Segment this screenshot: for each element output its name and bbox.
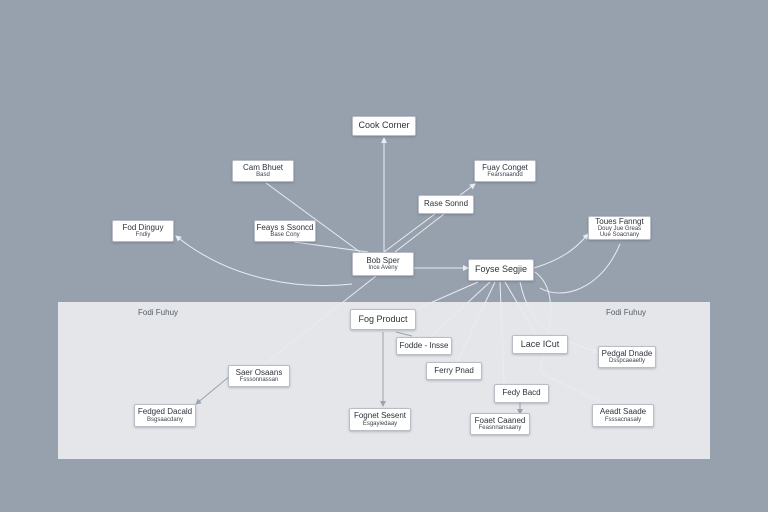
node-bob-sper[interactable]: Bob Sper Ince Aveny bbox=[352, 252, 414, 276]
connector bbox=[533, 233, 589, 269]
node-fedged-dacald[interactable]: Fedged Dacald Bsgsaacdany bbox=[134, 404, 196, 427]
node-fodde-insse[interactable]: Fodde - Insse bbox=[396, 337, 452, 355]
region-label-left: Fodi Fuhuy bbox=[138, 308, 179, 317]
node-subtitle: Fearsnaandd bbox=[487, 172, 523, 179]
node-title: Fedy Bacd bbox=[502, 388, 541, 398]
node-title: Fog Product bbox=[358, 313, 408, 324]
node-fog-product[interactable]: Fog Product bbox=[350, 309, 416, 330]
node-subtitle: Bsgsaacdany bbox=[146, 416, 184, 423]
region-label-right: Fodi Fuhuy bbox=[606, 308, 647, 317]
node-foyse-segjie[interactable]: Foyse Segjie bbox=[468, 259, 534, 281]
node-title: Feays s Ssoncd bbox=[256, 222, 314, 232]
connector bbox=[499, 281, 505, 385]
connector bbox=[195, 375, 231, 405]
node-title: Toues Fanngt bbox=[595, 216, 644, 226]
node-subtitle: Feasnnansaany bbox=[478, 425, 522, 432]
node-fod-dinguy[interactable]: Fod Dinguy Fndiy bbox=[112, 220, 174, 242]
connector bbox=[504, 281, 539, 339]
node-title: Aeadt Saade bbox=[599, 407, 647, 417]
node-title: Ferry Pnad bbox=[434, 365, 474, 375]
connector bbox=[293, 241, 369, 253]
node-subtitle: Esgayiedaay bbox=[362, 420, 398, 427]
node-title: Fuay Conget bbox=[482, 162, 528, 172]
node-subtitle: Fsssonnassan bbox=[239, 377, 279, 384]
node-cook-corner[interactable]: Cook Corner bbox=[352, 116, 416, 136]
node-fuay-conget[interactable]: Fuay Conget Fearsnaandd bbox=[474, 160, 536, 182]
node-saer-osaans[interactable]: Saer Osaans Fsssonnassan bbox=[228, 365, 290, 387]
connector bbox=[534, 271, 611, 407]
node-lace-icut[interactable]: Lace ICut bbox=[512, 335, 568, 354]
node-title: Bob Sper bbox=[366, 255, 400, 265]
node-title: Foaet Caaned bbox=[474, 415, 526, 425]
node-toues-fanngt[interactable]: Toues Fanngt Douy Jue Greas Uue Soacnany bbox=[588, 216, 651, 240]
node-title: Fod Dinguy bbox=[122, 222, 164, 232]
connector bbox=[394, 213, 445, 253]
node-aeadt-saade[interactable]: Aeadt Saade Fsssacnasaly bbox=[592, 404, 654, 427]
node-title: Lace ICut bbox=[520, 338, 560, 349]
node-title: Fodde - Insse bbox=[399, 340, 449, 350]
node-cam-bhuet[interactable]: Cam Bhuet Basd bbox=[232, 160, 294, 182]
node-fognet-sesent[interactable]: Fognet Sesent Esgayiedaay bbox=[349, 408, 411, 431]
node-title: Fedged Dacald bbox=[137, 407, 193, 417]
node-title: Fognet Sesent bbox=[353, 411, 407, 421]
node-subtitle: Douy Jue Greas bbox=[597, 225, 642, 232]
connector bbox=[539, 243, 621, 294]
node-subtitle: Fsssacnasaly bbox=[604, 416, 642, 423]
node-feays-ssoncd[interactable]: Feays s Ssoncd Base Cony bbox=[254, 220, 316, 242]
connector bbox=[455, 281, 496, 365]
node-subtitle: Basd bbox=[256, 172, 270, 179]
node-title: Saer Osaans bbox=[235, 367, 283, 377]
node-subtitle: Ince Aveny bbox=[368, 265, 398, 272]
node-subtitle: Dsspcaeaetly bbox=[608, 358, 646, 365]
node-title: Cook Corner bbox=[358, 120, 410, 131]
node-fedy-bacd[interactable]: Fedy Bacd bbox=[494, 384, 549, 403]
node-foaet-caaned[interactable]: Foaet Caaned Feasnnansaany bbox=[470, 413, 530, 435]
node-title: Pedgal Dnade bbox=[601, 348, 653, 358]
connector bbox=[426, 281, 491, 341]
node-subtitle: Base Cony bbox=[270, 232, 300, 239]
connector bbox=[261, 275, 377, 367]
connector bbox=[395, 331, 413, 337]
connector bbox=[175, 235, 353, 287]
connector bbox=[265, 182, 361, 253]
node-title: Cam Bhuet bbox=[242, 162, 284, 172]
node-rase-sonnd[interactable]: Rase Sonnd bbox=[418, 195, 474, 214]
node-ferry-pnad[interactable]: Ferry Pnad bbox=[426, 362, 482, 380]
node-pedgal-dnade[interactable]: Pedgal Dnade Dsspcaeaetly bbox=[598, 346, 656, 368]
node-subtitle: Fndiy bbox=[135, 232, 151, 239]
node-subtitle-extra: Uue Soacnany bbox=[599, 232, 640, 239]
node-title: Foyse Segjie bbox=[474, 264, 528, 275]
node-title: Rase Sonnd bbox=[423, 199, 469, 209]
